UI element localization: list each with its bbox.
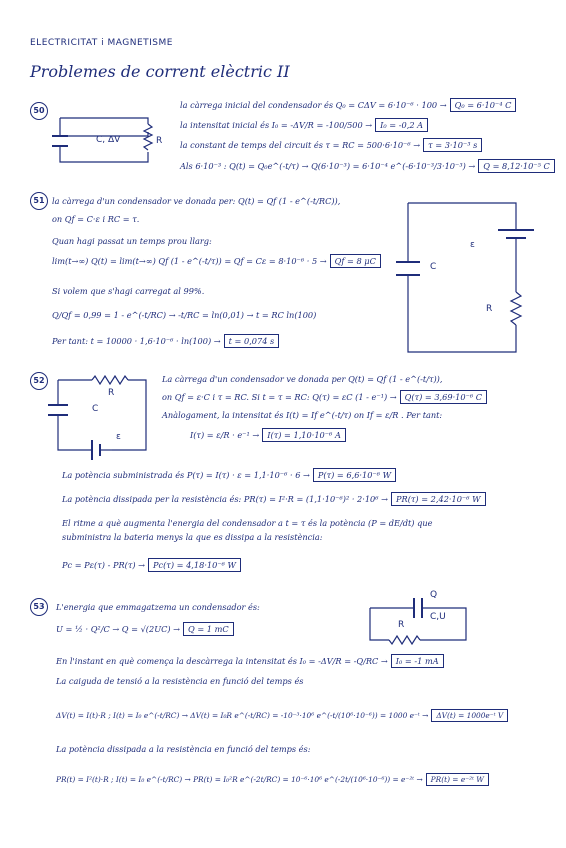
- p52-line-3: Anàlogament, la intensitat és I(t) = If …: [162, 410, 443, 420]
- p52-line-5: La potència subministrada és P(τ) = I(τ)…: [62, 468, 397, 482]
- p53-line-3: En l'instant en què comença la descàrreg…: [56, 654, 444, 668]
- problem-number-50: 50: [30, 102, 48, 120]
- p50-line-3: la constant de temps del circuit és τ = …: [180, 138, 483, 152]
- problem-number-52: 52: [30, 372, 48, 390]
- circuit-50-cap-label: C, ΔV: [96, 135, 121, 145]
- p52-result-5: P(τ) = 6,6·10⁻⁶ W: [312, 468, 397, 482]
- p51-line-3: Quan hagi passat un temps prou llarg:: [52, 236, 212, 246]
- p52-line-1: La càrrega d'un condensador ve donada pe…: [162, 374, 443, 384]
- p50-result-2: I₀ = -0,2 A: [375, 118, 429, 132]
- circuit-50-res-label: R: [156, 136, 163, 146]
- p53-line-6: La potència dissipada a la resistència e…: [56, 744, 311, 754]
- circuit-53-q-label: Q: [430, 590, 438, 600]
- p51-line-4: lim(t→∞) Q(t) = lim(t→∞) Qf (1 - e^(-t/τ…: [52, 254, 381, 268]
- p50-line-1: la càrrega inicial del condensador és Q₀…: [180, 98, 517, 112]
- p53-line-7: PR(t) = I²(t)·R ; I(t) = I₀ e^(-t/RC) → …: [56, 773, 489, 786]
- p52-line-9: Pc = Pε(τ) - PR(τ) →Pc(τ) = 4,18·10⁻⁶ W: [62, 558, 241, 572]
- circuit-51-cap-label: C: [430, 262, 437, 272]
- circuit-52: [48, 374, 147, 460]
- problem-number-53: 53: [30, 598, 48, 616]
- p52-line-2: on Qf = ε·C i τ = RC. Si t = τ = RC: Q(τ…: [162, 390, 488, 404]
- p50-result-3: τ = 3·10⁻³ s: [423, 138, 483, 152]
- circuit-52-emf-label: ε: [116, 432, 121, 442]
- p50-line-4: Als 6·10⁻³ : Q(t) = Q₀e^(-t/τ) → Q(6·10⁻…: [180, 159, 555, 173]
- p51-line-1: la càrrega d'un condensador ve donada pe…: [52, 196, 341, 206]
- p51-line-7: Per tant: t = 10000 · 1,6·10⁻⁶ · ln(100)…: [52, 334, 280, 348]
- p52-result-4: I(τ) = 1,10·10⁻⁶ A: [262, 428, 346, 442]
- p53-line-4: La caiguda de tensió a la resistència en…: [56, 676, 304, 686]
- problem-number-51: 51: [30, 192, 48, 210]
- p51-result-4: Qf = 8 μC: [329, 254, 381, 268]
- p51-result-7: t = 0,074 s: [223, 334, 280, 348]
- p50-result-4: Q = 8,12·10⁻⁵ C: [478, 159, 555, 173]
- page-title: Problemes de corrent elèctric II: [30, 62, 290, 81]
- circuit-53-res-label: R: [398, 620, 405, 630]
- circuit-52-cap-label: C: [92, 404, 99, 414]
- p52-line-4: I(τ) = ε/R · e⁻¹ →I(τ) = 1,10·10⁻⁶ A: [190, 428, 346, 442]
- circuit-51: [396, 202, 534, 353]
- circuit-53: [369, 598, 467, 646]
- p53-result-3: I₀ = -1 mA: [390, 654, 444, 668]
- circuit-50: [52, 117, 154, 163]
- p53-result-2: Q = 1 mC: [183, 622, 234, 636]
- circuit-51-emf-label: ε: [470, 240, 475, 250]
- circuit-52-res-label: R: [108, 388, 115, 398]
- p52-result-2: Q(τ) = 3,69·10⁻⁶ C: [399, 390, 488, 404]
- p52-line-8: subministra la bateria menys la que es d…: [62, 532, 323, 542]
- p51-line-5: Si volem que s'hagi carregat al 99%.: [52, 286, 205, 296]
- p53-line-1: L'energia que emmagatzema un condensador…: [56, 602, 260, 612]
- p52-result-9: Pc(τ) = 4,18·10⁻⁶ W: [148, 558, 241, 572]
- page-header: ELECTRICITAT i MAGNETISME: [30, 38, 173, 48]
- p50-line-2: la intensitat inicial és I₀ = -ΔV/R = -1…: [180, 118, 429, 132]
- p51-line-6: Q/Qf = 0,99 = 1 - e^(-t/RC) → -t/RC = ln…: [52, 310, 317, 320]
- p53-line-5: ΔV(t) = I(t)·R ; I(t) = I₀ e^(-t/RC) → Δ…: [56, 709, 509, 722]
- circuit-53-cap-label: C,U: [430, 612, 446, 622]
- p52-line-7: El ritme a què augmenta l'energia del co…: [62, 518, 433, 528]
- circuit-51-res-label: R: [486, 304, 493, 314]
- p51-line-2: on Qf = C·ε i RC = τ.: [52, 214, 140, 224]
- p53-line-2: U = ½ · Q²/C → Q = √(2UC) →Q = 1 mC: [56, 622, 234, 636]
- p53-result-5: ΔV(t) = 1000e⁻ᵗ V: [431, 709, 509, 722]
- p52-result-6: PR(τ) = 2,42·10⁻⁶ W: [391, 492, 486, 506]
- p52-line-6: La potència dissipada per la resistència…: [62, 492, 486, 506]
- p50-result-1: Q₀ = 6·10⁻⁴ C: [449, 98, 517, 112]
- p53-result-7: PR(t) = e⁻²ᵗ W: [425, 773, 489, 786]
